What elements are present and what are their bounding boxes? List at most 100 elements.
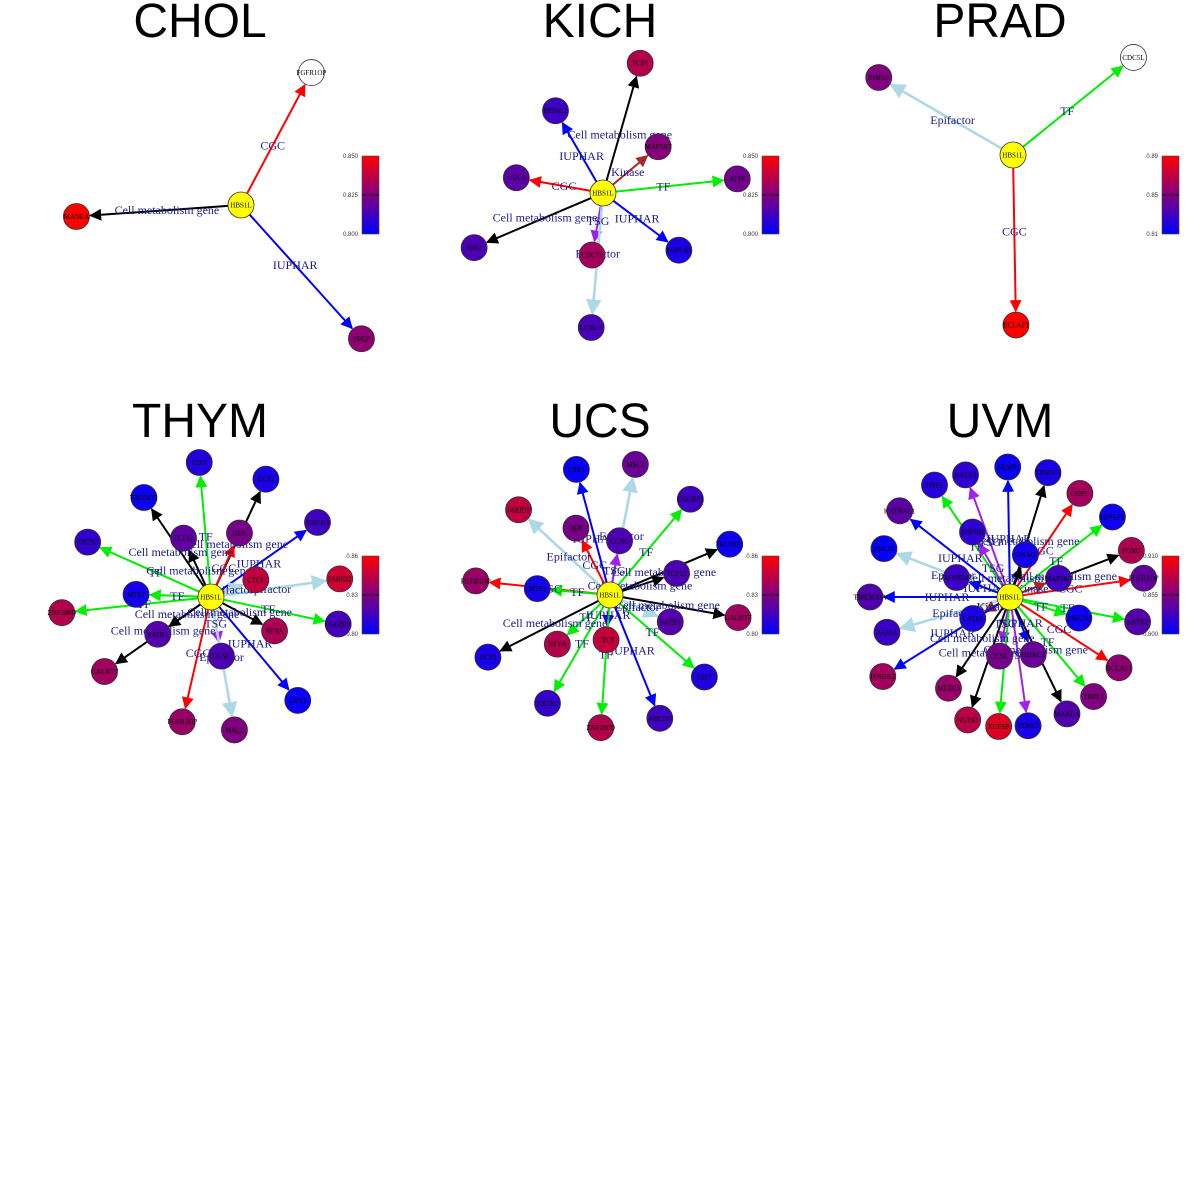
gene-node-msl2[interactable]: MSL2: [221, 716, 248, 744]
gene-node-pgm3[interactable]: PGM3: [1117, 537, 1145, 564]
gene-node-gnaq[interactable]: GNAQ: [1011, 541, 1039, 569]
gene-node-tcf12[interactable]: TCF12: [663, 559, 690, 587]
gene-node-nfya[interactable]: NFYA: [543, 630, 571, 658]
hub-node[interactable]: HBS1L: [197, 583, 225, 611]
gene-node-mtf2[interactable]: MTF2: [122, 580, 150, 608]
gene-node-satb1[interactable]: SATB1: [656, 608, 684, 636]
gene-node-zbtb2[interactable]: ZBTB2: [534, 689, 561, 717]
gene-node-tmem30a[interactable]: TMEM30A: [853, 583, 887, 611]
gene-node-cdc73[interactable]: CDC73: [578, 241, 606, 269]
gene-node-bclaf1[interactable]: BCLAF1: [1105, 654, 1133, 682]
gene-node-trdmt1[interactable]: TRDMT1: [130, 484, 159, 511]
gene-node-ifngr1[interactable]: IFNGR1: [869, 663, 897, 690]
gene-node-fgfr1op[interactable]: FGFR1OP: [296, 59, 327, 86]
hub-node[interactable]: HBS1L: [227, 191, 255, 219]
gene-node-hsf2[interactable]: HSF2: [921, 471, 948, 499]
gene-node-ctcf[interactable]: CTCF: [242, 566, 270, 594]
gene-node-galnt7[interactable]: GALNT7: [724, 604, 752, 631]
gene-node-jarid2[interactable]: JARID2: [326, 565, 354, 593]
hub-node[interactable]: HBS1L: [999, 141, 1027, 169]
gene-node-ccnc[interactable]: CCNC: [986, 642, 1013, 670]
gene-label: CCNC: [990, 653, 1009, 661]
edge-dcp2: [499, 600, 599, 652]
gene-node-msl2[interactable]: MSL2: [621, 451, 649, 478]
gene-node-atf6[interactable]: ATF6: [723, 165, 751, 193]
gene-node-cggbp1[interactable]: CGGBP1: [325, 610, 352, 638]
gene-node-shprh[interactable]: SHPRH: [959, 518, 986, 546]
gene-node-phf10[interactable]: PHF10: [865, 64, 893, 91]
gene-node-zbtb2[interactable]: ZBTB2: [1124, 608, 1152, 636]
gene-node-mtf2[interactable]: MTF2: [523, 575, 551, 603]
gene-node-znf280d[interactable]: ZNF280D: [586, 714, 615, 742]
gene-node-hivep1[interactable]: HIVEP1: [1099, 503, 1126, 531]
gene-node-satb1[interactable]: SATB1: [144, 620, 172, 648]
gene-label: HSF2: [926, 482, 943, 490]
gene-node-ccnc[interactable]: CCNC: [606, 527, 633, 555]
gene-node-ctcf[interactable]: CTCF: [592, 626, 620, 654]
edge-hdac2: [1013, 608, 1030, 643]
gene-node-hdac2[interactable]: HDAC2: [542, 97, 569, 125]
edge-label: IUPHAR: [273, 258, 318, 272]
gene-node-bclaf1[interactable]: BCLAF1: [1002, 311, 1030, 339]
gene-node-abcd3[interactable]: ABCD3: [646, 704, 674, 732]
gene-node-dcp2[interactable]: DCP2: [474, 643, 502, 671]
gene-node-hdac2[interactable]: HDAC2: [1019, 641, 1047, 668]
gene-node-nup43[interactable]: NUP43: [954, 706, 982, 734]
gene-node-fgfr1op[interactable]: FGFR1OP: [461, 567, 491, 595]
edge-zbtb2: [553, 605, 605, 693]
gene-node-e2f7[interactable]: E2F7: [690, 663, 718, 691]
edge-atf6: [615, 175, 725, 193]
gene-node-nfya[interactable]: NFYA: [261, 617, 288, 645]
edge-bclaf1: [1009, 167, 1022, 313]
gene-node-hace1[interactable]: HACE1: [952, 461, 979, 489]
gene-node-cdc5l[interactable]: CDC5L: [1120, 44, 1147, 71]
gene-node-tbpl1[interactable]: TBPL1: [1080, 683, 1107, 710]
gene-node-galnt7[interactable]: GALNT7: [91, 658, 119, 685]
hub-node[interactable]: HBS1L: [596, 581, 624, 609]
gene-node-phf10[interactable]: PHF10: [870, 535, 898, 563]
gene-node-trdmt1[interactable]: TRDMT1: [716, 530, 745, 558]
gene-node-znf292[interactable]: ZNF292: [1065, 604, 1093, 632]
gene-node-tcp1[interactable]: TCP1: [626, 49, 654, 77]
gene-node-cry1[interactable]: CRY1: [562, 456, 590, 483]
gene-node-dek[interactable]: DEK: [226, 519, 253, 547]
gene-node-ssr1[interactable]: SSR1: [460, 234, 488, 262]
gene-node-manea[interactable]: MANEA: [1053, 700, 1081, 728]
gene-node-jarid2[interactable]: JARID2: [505, 496, 532, 524]
gene-node-dek[interactable]: DEK: [562, 514, 590, 542]
gene-node-uchl5[interactable]: UCHL5: [577, 314, 605, 341]
gene-node-zmynd11[interactable]: ZMYND11: [940, 564, 973, 591]
gene-node-tcf12[interactable]: TCF12: [170, 524, 197, 552]
gene-node-cul3[interactable]: CUL3: [502, 164, 530, 192]
gene-node-katnal1[interactable]: KATNAL1: [884, 497, 916, 525]
gene-node-prpf4b[interactable]: PRPF4B: [665, 236, 693, 264]
gene-node-fgfr1op[interactable]: FGFR1OP: [167, 708, 197, 736]
gene-node-ccnc[interactable]: CCNC: [208, 642, 235, 670]
gene-node-cry1[interactable]: CRY1: [284, 687, 312, 714]
gene-node-asf1a[interactable]: ASF1A: [873, 618, 901, 646]
gene-node-senp6[interactable]: SENP6: [994, 453, 1022, 481]
gene-node-trmt11[interactable]: TRMT11: [1034, 459, 1062, 487]
gene-node-zufsp[interactable]: ZUFSP: [985, 713, 1013, 740]
gene-node-map3k7[interactable]: MAP3K7: [645, 133, 673, 161]
gene-node-gopc[interactable]: GOPC: [1066, 479, 1094, 507]
gene-node-dcp2[interactable]: DCP2: [252, 465, 280, 493]
gene-node-cggbp1[interactable]: CGGBP1: [677, 485, 704, 513]
gene-node-pdss2[interactable]: PDSS2: [1014, 712, 1042, 740]
gene-node-manea[interactable]: MANEA: [63, 203, 90, 230]
gene-node-map3k7[interactable]: MAP3K7: [1045, 564, 1073, 592]
gene-node-prep[interactable]: PREP: [348, 325, 375, 353]
gene-node-lats1[interactable]: LATS1: [959, 605, 987, 632]
gene-node-e2f7[interactable]: E2F7: [185, 449, 213, 476]
hub-node[interactable]: HBS1L: [996, 583, 1024, 611]
gene-node-med23[interactable]: MED23: [935, 674, 962, 702]
gene-node-znf280d[interactable]: ZNF280D: [47, 599, 76, 627]
gene-node-zbtb2[interactable]: ZBTB2: [74, 528, 102, 556]
gene-node-abcd3[interactable]: ABCD3: [304, 509, 331, 536]
hub-node[interactable]: HBS1L: [589, 179, 617, 207]
hub-label: HBS1L: [230, 202, 251, 210]
gene-node-fgfr1op[interactable]: FGFR1OP: [1129, 564, 1159, 592]
edge-label: TF: [1049, 554, 1063, 568]
